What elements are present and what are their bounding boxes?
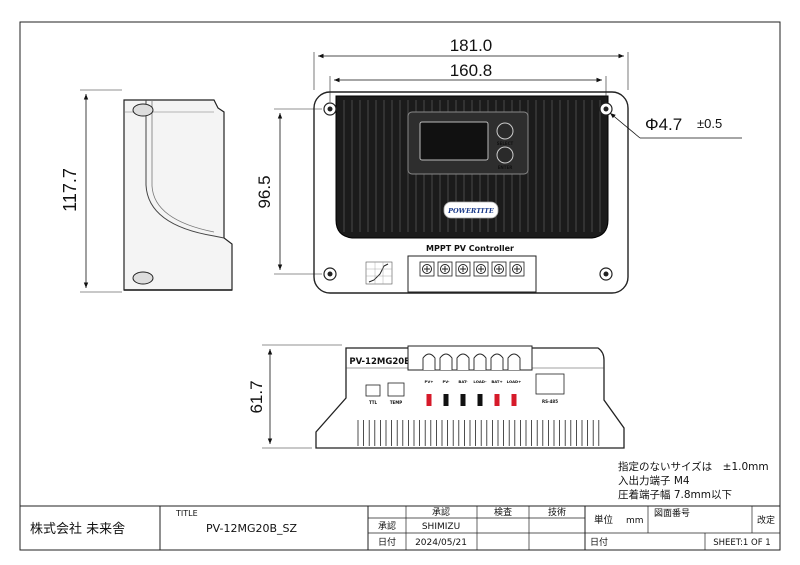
dim-hole-pitch-height: 96.5 [255, 108, 322, 275]
terminal-color-marker [511, 394, 517, 406]
ttl-port-label: TTL [369, 400, 378, 405]
unit-value: mm [626, 516, 644, 526]
dim-overall-width: 181.0 [313, 36, 629, 90]
approval-row-label: 承認 [378, 520, 396, 532]
terminal-color-marker [443, 394, 449, 406]
brand-plate [443, 201, 499, 219]
brand-logo: POWERTITE [447, 207, 495, 215]
title-block-text: 株式会社 未来舎 TITLE PV-12MG20B_SZ 承認 検査 技術 承認… [30, 506, 775, 548]
side-mount-ear-bottom [132, 271, 154, 285]
inspect-header: 検査 [494, 506, 512, 518]
dim-hole-diameter: Φ4.7 ±0.5 [609, 112, 742, 139]
model-label: PV-12MG20B [349, 357, 410, 367]
overall-width-text: 181.0 [450, 36, 493, 55]
dim-side-height: 61.7 [247, 344, 342, 449]
terminal-label: PV- [442, 379, 449, 384]
hole-tolerance-text: ±0.5 [697, 116, 722, 131]
bottom-terminal [507, 353, 521, 370]
title-label: TITLE [175, 509, 198, 518]
title-block [19, 505, 781, 551]
hole-pitch-height-text: 96.5 [255, 175, 274, 208]
hole-diameter-text: Φ4.7 [645, 115, 682, 134]
bottom-terminal [473, 353, 487, 370]
terminal-label: BAT+ [491, 379, 502, 384]
front-view: SELECT ENTER POWERTITE MPPT PV Controlle… [313, 91, 629, 294]
mppt-curve-icon [365, 261, 393, 285]
approver-name: SHIMIZU [422, 522, 460, 532]
crimp-note: 圧着端子幅 7.8mm以下 [618, 488, 732, 501]
sheet-number: SHEET:1 OF 1 [713, 538, 770, 548]
approval-header: 承認 [432, 506, 450, 518]
dim-overall-height: 117.7 [60, 89, 122, 293]
terminal-color-marker [426, 394, 432, 406]
date-label: 日付 [590, 537, 608, 548]
temp-port [387, 382, 405, 397]
select-button-label: SELECT [497, 141, 514, 146]
unit-label: 単位 [594, 514, 614, 526]
terminal-color-marker [494, 394, 500, 406]
terminal-label: LOAD- [473, 379, 487, 384]
revision-label: 改定 [757, 514, 775, 526]
terminal-color-marker [460, 394, 466, 406]
temp-port-label: TEMP [390, 400, 402, 405]
lcd-screen [419, 121, 489, 161]
bottom-terminal [439, 353, 453, 370]
enter-button-label: ENTER [498, 165, 513, 170]
enter-button [496, 146, 514, 164]
side-view [123, 99, 233, 291]
bottom-view: PV-12MG20B PV+PV-BAT-LOAD-BAT+LOAD+ TTL … [315, 345, 625, 449]
date-value: 2024/05/21 [415, 538, 467, 548]
rs485-port [535, 373, 565, 395]
hole-pitch-width-text: 160.8 [450, 61, 493, 80]
bottom-terminal [490, 353, 504, 370]
overall-height-text: 117.7 [60, 168, 80, 212]
terminal-label: LOAD+ [507, 379, 522, 384]
terminal-color-marker [477, 394, 483, 406]
tolerance-note: 指定のないサイズは ±1.0mm [618, 460, 769, 473]
notes: 指定のないサイズは ±1.0mm 入出力端子 M4 圧着端子幅 7.8mm以下 [618, 460, 769, 501]
company-name: 株式会社 未来舎 [30, 521, 125, 537]
terminal-note: 入出力端子 M4 [618, 474, 690, 487]
panel-label: MPPT PV Controller [426, 244, 514, 253]
ttl-port [365, 384, 381, 397]
side-height-text: 61.7 [247, 380, 266, 413]
bottom-terminal [422, 353, 436, 370]
bottom-terminal [456, 353, 470, 370]
select-button [496, 122, 514, 140]
terminal-label: PV+ [425, 379, 434, 384]
engineer-header: 技術 [548, 506, 566, 518]
rs485-port-label: RS-485 [542, 399, 558, 404]
drawing-number-label: 図面番号 [654, 507, 690, 519]
side-mount-ear-top [132, 103, 154, 117]
terminal-label: BAT- [458, 379, 468, 384]
title-value: PV-12MG20B_SZ [206, 522, 298, 535]
dim-hole-pitch-width: 160.8 [329, 61, 607, 102]
date-row-label: 日付 [378, 537, 396, 548]
